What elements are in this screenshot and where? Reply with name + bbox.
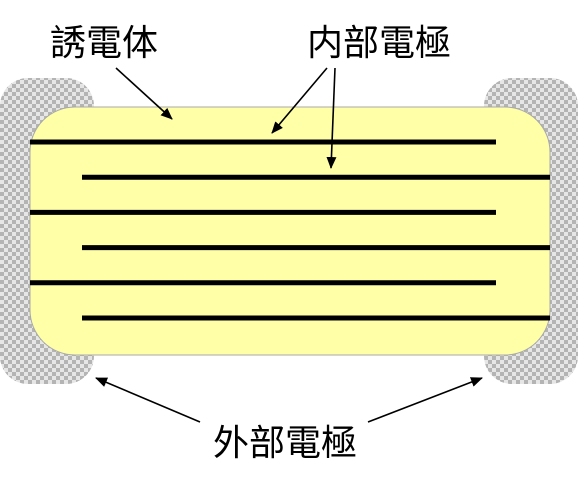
- arrow-dielectric: [115, 67, 173, 120]
- arrow-external-electrode-left: [95, 377, 201, 423]
- arrow-internal-electrode-1: [271, 67, 328, 134]
- arrow-internal-electrode-2: [326, 67, 337, 169]
- label-external-electrode: 外部電極: [213, 423, 357, 464]
- label-internal-electrode: 内部電極: [307, 23, 451, 64]
- dielectric-body: [29, 106, 551, 356]
- label-dielectric: 誘電体: [50, 23, 158, 64]
- internal-electrodes: [30, 139, 550, 321]
- arrow-external-electrode-right: [367, 377, 483, 423]
